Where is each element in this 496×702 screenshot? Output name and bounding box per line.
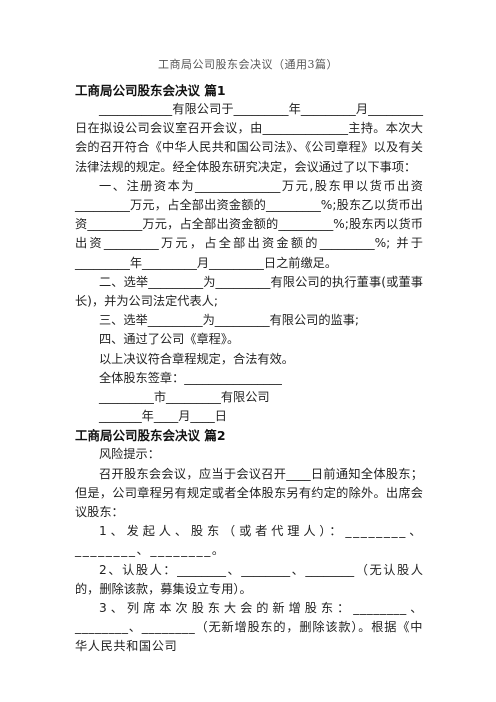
section-1-heading: 工商局公司股东会决议 篇1: [75, 83, 226, 98]
list-item-new-shareholders: 3、列席本次股东大会的新增股东：________、________、______…: [75, 601, 423, 654]
list-item-subscribers: 2、认股人：________、________、________（无认股人的，删…: [75, 562, 423, 596]
signature-line: 全体股东签章：________________: [99, 370, 282, 385]
paragraph-validity: 以上决议符合章程规定，合法有效。: [99, 351, 294, 366]
section-2-heading: 工商局公司股东会决议 篇2: [75, 428, 226, 444]
date-line: _______年____月____日: [99, 409, 227, 424]
list-item-founders: 1、发起人、股东（或者代理人）：________、________、______…: [75, 524, 423, 558]
paragraph-notice: 召开股东会会议，应当于会议召开____日前通知全体股东；但是，公司章程另有规定或…: [75, 466, 423, 520]
paragraph-articles: 四、通过了公司《章程》。: [99, 332, 240, 347]
paragraph-risk-label: 风险提示：: [99, 447, 160, 462]
paragraph-elect-director: 二、选举_________为_________有限公司的执行董事(或董事长)，并…: [75, 274, 423, 309]
paragraph-capital: 一、注册资本为______________万元,股东甲以货币出资________…: [75, 178, 423, 270]
document-title: 工商局公司股东会决议（通用3篇）: [158, 58, 338, 71]
paragraph-elect-supervisor: 三、选举_________为_________有限公司的监事;: [99, 313, 360, 328]
paragraph-meeting-intro: ____________有限公司于_________年_________月___…: [75, 102, 423, 174]
document-body: 工商局公司股东会决议 篇1 ____________有限公司于_________…: [75, 81, 423, 657]
company-line: _________市_________有限公司: [99, 390, 270, 405]
